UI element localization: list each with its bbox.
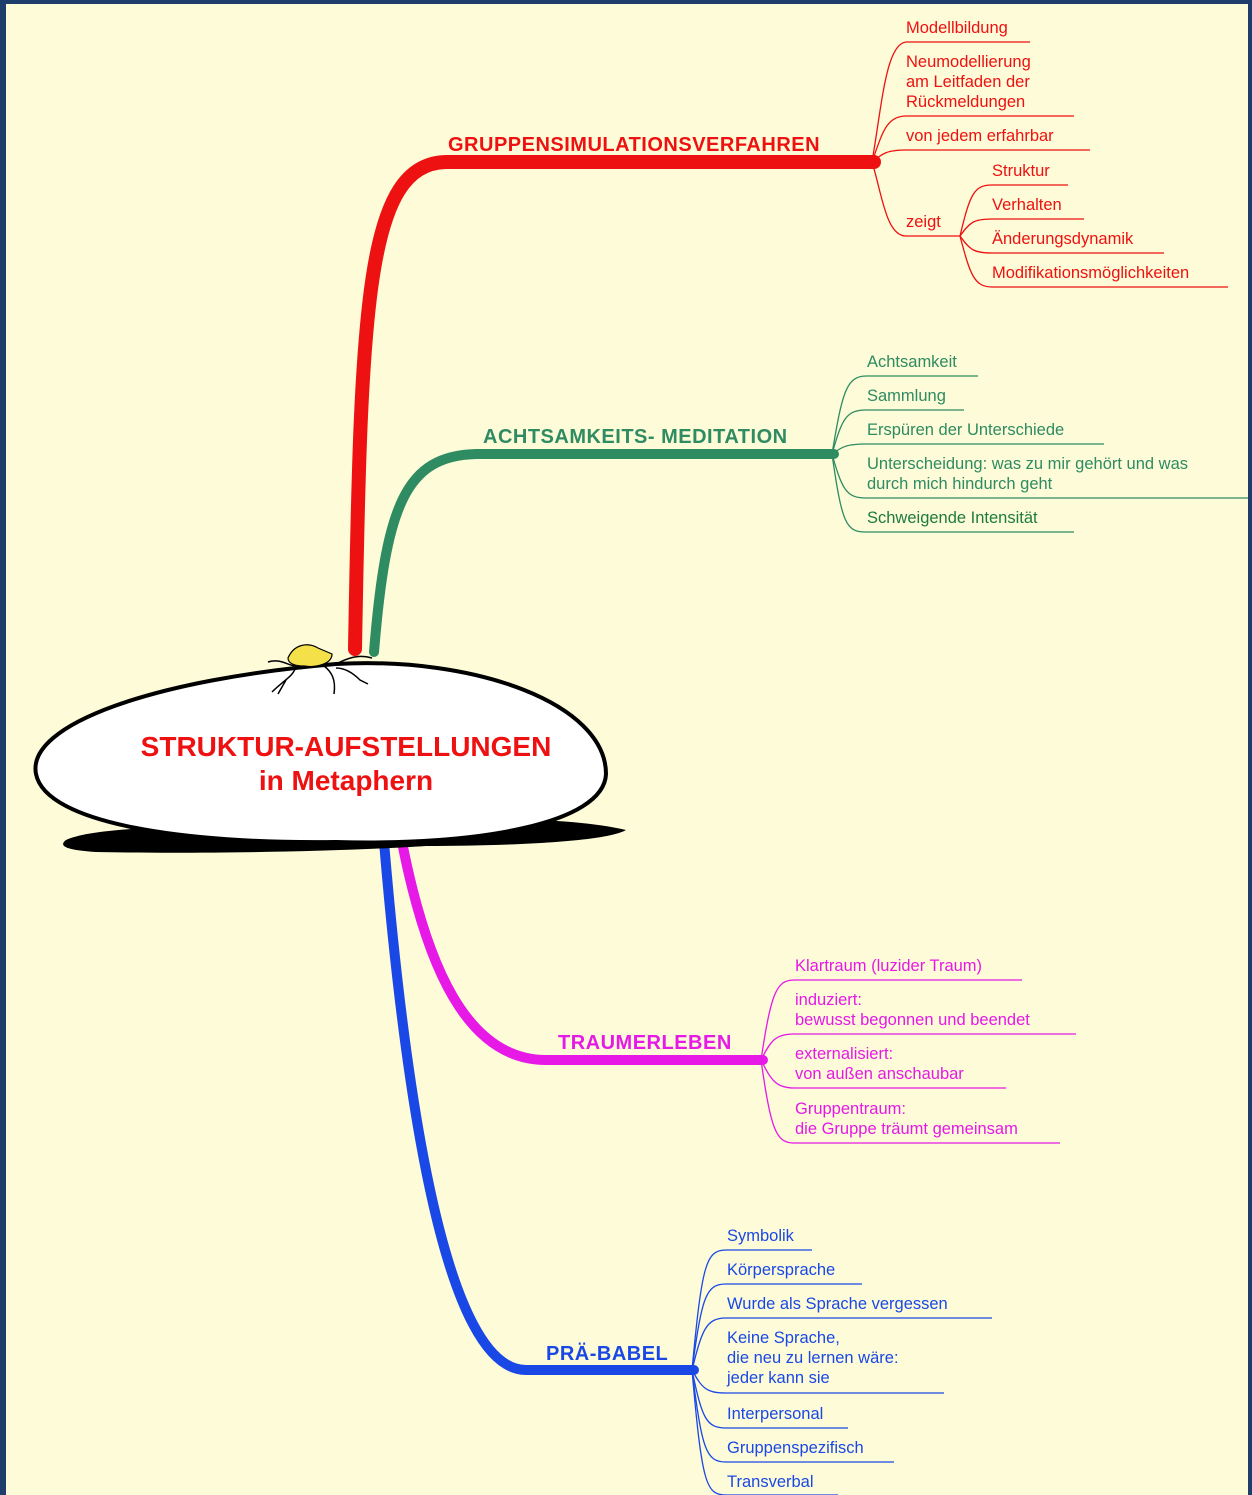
- connectors-babel: [691, 1249, 992, 1495]
- branch-line-traum: [397, 837, 768, 1065]
- zeigt-item: Verhalten: [992, 196, 1062, 214]
- connectors-achtsamkeit: [831, 375, 1248, 533]
- branch-line-gruppen: [348, 155, 881, 656]
- branch-line-achtsamkeit: [369, 449, 839, 657]
- gruppen-item: von jedem erfahrbar: [906, 127, 1054, 145]
- achtsamkeit-item: Unterscheidung: was zu mir gehört und wa…: [867, 455, 1188, 493]
- babel-item: Interpersonal: [727, 1405, 824, 1423]
- mind-map-canvas: STRUKTUR-AUFSTELLUNGEN in Metaphern GRUP…: [4, 4, 1248, 1495]
- branch-label-traum: TRAUMERLEBEN: [558, 1032, 732, 1054]
- connector-layer: [33, 41, 1248, 1495]
- achtsamkeit-item: Sammlung: [867, 387, 946, 405]
- zeigt-item: Änderungsdynamik: [992, 230, 1134, 248]
- sprout-icon: [267, 655, 373, 695]
- connectors-traum: [760, 979, 1076, 1144]
- sprout-bud-icon: [287, 644, 333, 668]
- zeigt-item: Struktur: [992, 162, 1050, 180]
- gruppen-item: Neumodellierung am Leitfaden der Rückmel…: [906, 53, 1031, 111]
- branch-label-babel: PRÄ-BABEL: [546, 1343, 669, 1365]
- gruppen-item-zeigt: zeigt: [906, 213, 941, 231]
- traum-item: Gruppentraum: die Gruppe träumt gemeinsa…: [795, 1100, 1018, 1138]
- babel-item: Symbolik: [727, 1227, 794, 1245]
- achtsamkeit-item: Schweigende Intensität: [867, 509, 1038, 527]
- achtsamkeit-item: Achtsamkeit: [867, 353, 957, 371]
- traum-item: Klartraum (luzider Traum): [795, 957, 983, 975]
- central-topic-line2: in Metaphern: [258, 765, 434, 796]
- babel-item: Keine Sprache, die neu zu lernen wäre: j…: [727, 1329, 899, 1387]
- stone-ellipse: [33, 661, 609, 845]
- central-topic: STRUKTUR-AUFSTELLUNGEN in Metaphern: [46, 730, 646, 798]
- zeigt-item: Modifikationsmöglichkeiten: [992, 264, 1190, 282]
- branch-line-babel: [379, 837, 699, 1375]
- branch-label-achtsamkeit: ACHTSAMKEITS- MEDITATION: [483, 426, 788, 448]
- babel-item: Körpersprache: [727, 1261, 836, 1279]
- branch-label-gruppen: GRUPPENSIMULATIONSVERFAHREN: [448, 134, 821, 156]
- babel-item: Transverbal: [727, 1473, 814, 1491]
- gruppen-item: Modellbildung: [906, 19, 1008, 37]
- connectors-gruppen: [871, 41, 1228, 288]
- babel-item: Wurde als Sprache vergessen: [727, 1295, 948, 1313]
- achtsamkeit-item: Erspüren der Unterschiede: [867, 421, 1065, 439]
- central-topic-line1: STRUKTUR-AUFSTELLUNGEN: [140, 731, 552, 762]
- traum-item: externalisiert: von außen anschaubar: [795, 1045, 964, 1083]
- babel-item: Gruppenspezifisch: [727, 1439, 864, 1457]
- traum-item: induziert: bewusst begonnen und beendet: [795, 991, 1030, 1029]
